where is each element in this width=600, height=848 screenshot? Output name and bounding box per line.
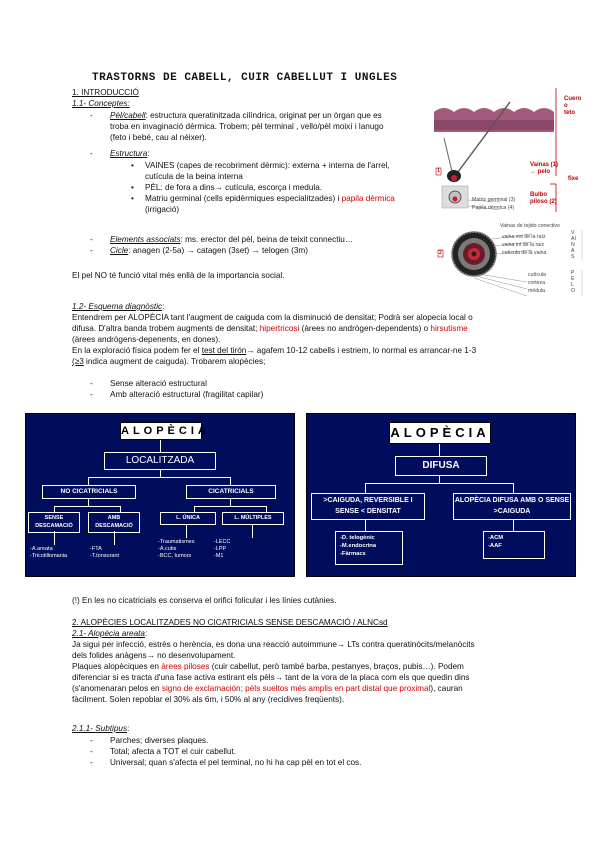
subsection-2-1: 2.1- Alopècia areata: [72,629,148,638]
label-corte2: vaina int de la raíz [502,242,545,248]
diag-left-r2-items: -LECC -LPP -M1 [214,539,231,559]
diag-left-amb-descamacio: AMB DESCAMACIÓ [88,512,140,533]
label-vainas-ext: Vainas de tejido conectivo [500,223,560,229]
diag-right-caiguda-reversible: >CAIGUDA, REVERSIBLE I SENSE < DENSITAT [311,493,425,520]
diag-right-right-items: -ACM -AAF [483,531,545,559]
section-1-heading: 1. INTRODUCCIÓ [72,88,139,97]
diag-left-level1: LOCALITZADA [104,452,216,470]
subtype-total: Total; afecta a TOT el cuir cabellut. [90,746,510,757]
label-corteza: corteza [528,280,546,286]
estructura-list: VAINES (capes de recobriment dèrmic): ex… [131,160,435,215]
label-medula: médula [528,288,546,294]
label-corte3: cutícula de la vaina [502,250,547,256]
hair-diagram-svg [434,88,583,297]
skin-dermis [434,120,554,130]
vital-note: El pel NO té funció vital més enllà de l… [72,271,285,280]
label-corte1: vaina ext de la raíz [502,234,546,240]
diag-left-l2-items: -FTA -T.tonsurant [90,546,120,559]
diag-left-title: ALOPÈCIA [120,422,206,440]
label-matriz: Matriz germinal (3) [472,197,516,203]
label-vainas-vertical: VAINAS [571,230,576,260]
diag-left-no-cicatricials: NO CICATRICIALS [42,485,136,499]
diag-right-level1: DIFUSA [395,456,487,476]
diag-left-l-multiples: L. MÚLTIPLES [222,512,284,525]
marker-2: 2 [439,250,442,256]
subtype-universal: Universal; quan s'afecta el pel terminal… [90,757,510,768]
diag-right-title: ALOPÈCIA [389,422,491,444]
label-pelo-vertical: PELO [571,270,576,294]
subsection-2-1-1: 2.1.1- Subtipus: [72,724,130,733]
dermal-papilla [451,175,457,181]
matriu-line1: Matriu germinal (cells epidèrmiques espe… [131,193,435,204]
diag-left-sense-descamacio: SENSE DESCAMACIÓ [28,512,80,533]
pel-parts: PÈL: de fora a dins→ cutícula, escorça i… [131,182,435,193]
matriu-line2: (irrigació) [145,205,180,214]
cicatricial-note: (!) En les no cicatricials es conserva e… [72,596,337,605]
label-cuero: Cuero o teto [564,96,582,116]
diagnostic-paragraph: Entendrem per ALOPÈCIA tant l'augment de… [72,313,477,366]
diag-right-left-items: -D. telogènic -M.endocrina -Fàrmacs [335,531,403,565]
section-2-heading: 2. ALOPÈCIES LOCALITZADES NO CICATRICIAL… [72,618,388,627]
alopecia-types-list: Sense alteració estructural Amb alteraci… [90,378,510,400]
hair-shaft [451,101,511,181]
type-no-structural: Sense alteració estructural [90,378,510,389]
pel-definition: Pèl/cabell: estructura queratinitzada ci… [90,110,430,143]
subtype-parches: Parches; diverses plaques. [90,735,510,746]
vaines-line1: VAINES (capes de recobriment dèrmic): ex… [131,160,435,171]
diagram-localitzada: ALOPÈCIA LOCALITZADA NO CICATRICIALS CIC… [25,413,295,577]
diagram-difusa: ALOPÈCIA DIFUSA >CAIGUDA, REVERSIBLE I S… [306,413,576,577]
diag-left-l1-items: -A.areata -Tricotillomania [30,546,68,559]
areata-paragraph: Ja sigui per infecció, estrès o herència… [72,640,475,704]
type-structural: Amb alteració estructural (fragilitat ca… [90,389,510,400]
label-cuticula: cutícula [528,272,546,278]
elements-item: Elements associats: ms. erector del pèl,… [90,234,430,256]
diag-left-r1-items: -Traumatismes -A.cutis -BCC, tumors [158,539,195,559]
estructura-item: Estructura: [90,148,430,159]
label-eixe: fixe [568,176,579,182]
subsection-1-2: 1.2- Esquema diagnòstic: [72,302,165,311]
subsection-1-1: 1.1- Conceptes: [72,99,130,108]
vaines-line2: cutícula de la beina interna [145,172,243,181]
label-bulbo: Bulbo piloso (2) [530,192,557,205]
diag-left-cicatricials: CICATRICIALS [186,485,276,499]
label-vainas: Vainas (1) → pelo [530,162,559,175]
marker-1: 1 [437,168,440,174]
hair-illustration: Cuero o teto fixe Vainas (1) → pelo Bulb… [432,84,592,300]
page-title: TRASTORNS DE CABELL, CUIR CABELLUT I UNG… [92,72,398,84]
diag-left-l-unica: L. ÚNICA [160,512,216,525]
diag-right-alopecia-difusa: ALOPÈCIA DIFUSA AMB O SENSE >CAIGUDA [453,493,571,520]
label-papila: Papila dérmica (4) [472,205,515,211]
subtypes-list: Parches; diverses plaques. Total; afecta… [90,735,510,768]
